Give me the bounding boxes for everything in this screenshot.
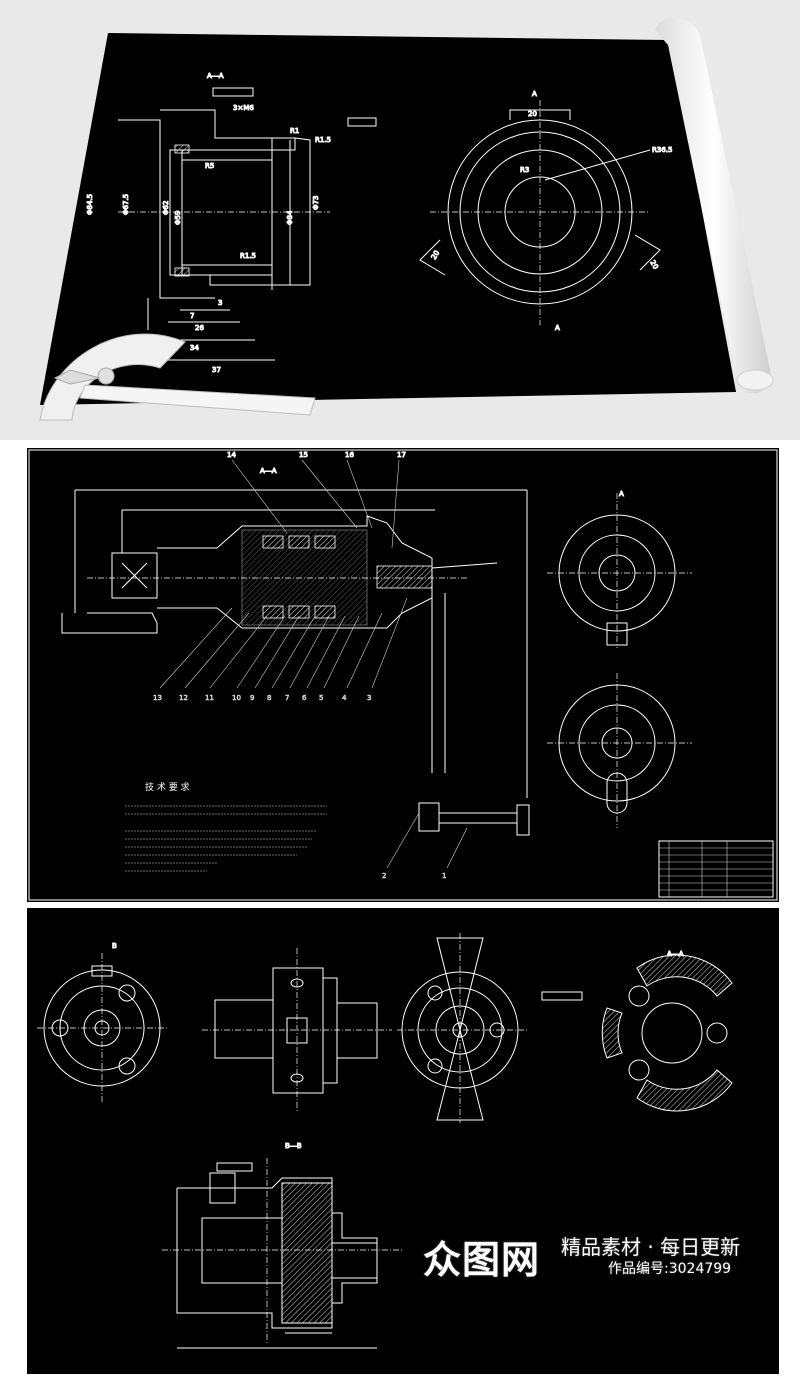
svg-text:3×M6: 3×M6 xyxy=(233,104,254,112)
sheet-surface xyxy=(40,33,736,405)
svg-text:5: 5 xyxy=(319,694,323,702)
watermark: 众图网 精品素材 · 每日更新 作品编号:3024799 xyxy=(423,1225,800,1285)
part-detail-svg: B A—A xyxy=(37,933,733,1349)
svg-text:A—A: A—A xyxy=(667,950,684,958)
watermark-slogan: 精品素材 · 每日更新 xyxy=(561,1235,741,1259)
flange-end-view: A 20 R3 R36.5 20 20 A xyxy=(419,90,673,333)
svg-text:20: 20 xyxy=(528,110,537,118)
svg-text:Φ84.5: Φ84.5 xyxy=(86,194,94,215)
svg-text:37: 37 xyxy=(212,366,221,374)
technical-notes: 技 术 要 求 xyxy=(125,781,327,872)
svg-text:Φ62: Φ62 xyxy=(162,201,170,215)
svg-text:B—B: B—B xyxy=(285,1142,302,1150)
svg-text:13: 13 xyxy=(153,694,162,702)
svg-text:A—A: A—A xyxy=(260,467,277,475)
svg-text:15: 15 xyxy=(299,451,308,459)
watermark-product-id: 作品编号:3024799 xyxy=(608,1261,732,1277)
svg-text:B: B xyxy=(112,942,117,950)
svg-text:Φ73: Φ73 xyxy=(312,196,320,210)
svg-text:Φ67.5: Φ67.5 xyxy=(122,194,130,215)
svg-text:1: 1 xyxy=(442,872,446,880)
svg-text:7: 7 xyxy=(190,312,194,320)
svg-text:R1.5: R1.5 xyxy=(315,136,331,144)
svg-text:12: 12 xyxy=(179,694,188,702)
svg-text:8: 8 xyxy=(267,694,271,702)
blueprint-sheet-svg: A—A 3×M6 R1 R1.5 R5 Φ84.5 Φ67.5 xyxy=(39,17,774,421)
assembly-drawing-svg: A—A 14 xyxy=(28,449,778,901)
svg-text:R5: R5 xyxy=(205,162,214,170)
svg-text:A: A xyxy=(619,490,624,498)
watermark-logo: 众图网 xyxy=(423,1238,541,1282)
svg-text:16: 16 xyxy=(345,451,354,459)
svg-text:Φ84: Φ84 xyxy=(286,210,294,225)
svg-text:R36.5: R36.5 xyxy=(652,146,672,154)
svg-text:Φ59: Φ59 xyxy=(174,211,182,225)
protractor xyxy=(39,333,316,421)
part-detail-panel: B A—A xyxy=(27,908,779,1374)
svg-text:17: 17 xyxy=(397,451,406,459)
svg-text:9: 9 xyxy=(250,694,254,702)
assembly-drawing-panel: A—A 14 xyxy=(27,448,779,902)
svg-text:4: 4 xyxy=(342,694,347,702)
balloon-leaders: 13 12 11 10 9 8 7 6 5 4 3 2 1 xyxy=(153,597,468,880)
svg-text:2: 2 xyxy=(382,872,386,880)
svg-text:R1: R1 xyxy=(290,127,299,135)
side-views: A xyxy=(547,490,774,898)
svg-text:14: 14 xyxy=(227,451,236,459)
svg-text:11: 11 xyxy=(205,694,214,702)
assembly-section: A—A 14 xyxy=(61,451,530,836)
notes-title: 技 术 要 求 xyxy=(145,781,190,793)
svg-text:10: 10 xyxy=(232,694,241,702)
blueprint-sheet-panel: A—A 3×M6 R1 R1.5 R5 Φ84.5 Φ67.5 xyxy=(0,0,800,440)
svg-text:7: 7 xyxy=(285,694,289,702)
part-views: B A—A xyxy=(37,933,733,1349)
svg-text:3: 3 xyxy=(367,694,371,702)
svg-text:R3: R3 xyxy=(520,166,529,174)
paper-roll xyxy=(655,17,771,394)
section-label: A—A xyxy=(207,72,224,80)
svg-text:26: 26 xyxy=(195,324,204,332)
svg-text:R1.5: R1.5 xyxy=(240,252,256,260)
svg-text:34: 34 xyxy=(190,344,199,352)
svg-text:6: 6 xyxy=(302,694,307,702)
svg-text:3: 3 xyxy=(218,299,222,307)
section-drawing: A—A 3×M6 R1 R1.5 R5 Φ84.5 Φ67.5 xyxy=(86,72,377,375)
svg-text:A: A xyxy=(555,324,560,332)
svg-text:A: A xyxy=(532,90,537,98)
